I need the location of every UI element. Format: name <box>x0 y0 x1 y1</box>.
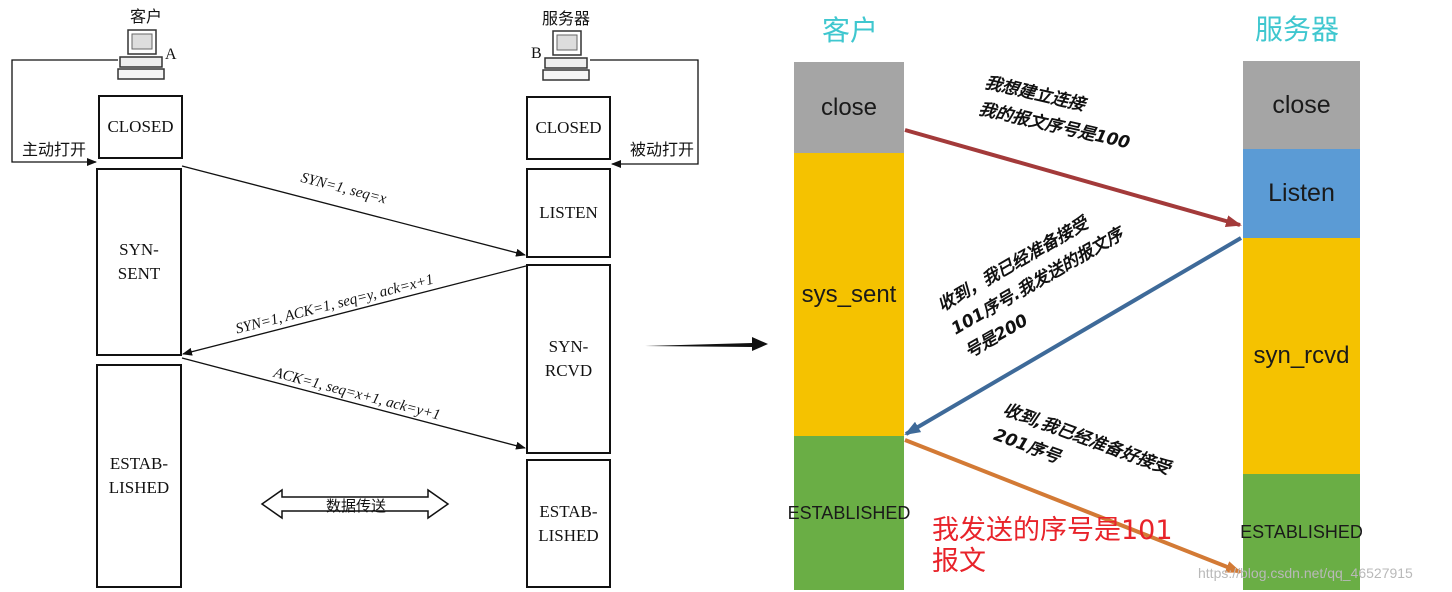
watermark: https://blog.csdn.net/qq_46527915 <box>1198 565 1413 581</box>
server-title: 服务器 <box>1255 14 1340 45</box>
computer-a-icon <box>117 29 165 80</box>
syn-arrow <box>181 165 526 257</box>
server-state-syn-rcvd: SYN- RCVD <box>526 264 611 454</box>
client-established-segment: ESTABLISHED <box>788 436 910 590</box>
server-state-closed: CLOSED <box>526 96 611 160</box>
client-state-syn-sent: SYN- SENT <box>96 168 182 356</box>
client-sys-sent-segment: sys_sent <box>794 153 904 436</box>
server-state-established: ESTAB- LISHED <box>526 459 611 588</box>
note-sequence: 我发送的序号是101 报文 <box>932 515 1173 577</box>
server-state-listen: LISTEN <box>526 168 611 258</box>
server-close-segment: close <box>1243 61 1360 149</box>
client-state-established: ESTAB- LISHED <box>96 364 182 588</box>
host-b-label: B <box>531 45 542 62</box>
client-close-segment: close <box>794 62 904 153</box>
syn-arrow-colored <box>904 128 1242 227</box>
computer-b-icon <box>542 30 590 81</box>
server-listen-segment: Listen <box>1243 149 1360 238</box>
client-state-closed: CLOSED <box>98 95 183 159</box>
syn-ack-arrow-colored <box>904 236 1243 436</box>
client-title: 客户 <box>822 15 879 46</box>
data-transfer-arrow <box>260 488 450 520</box>
ack-arrow <box>181 357 526 450</box>
passive-open-label: 被动打开 <box>630 142 695 159</box>
active-open-arrow <box>11 59 118 166</box>
server-syn-rcvd-segment: syn_rcvd <box>1243 238 1360 474</box>
client-label: 客户 <box>130 9 163 26</box>
passive-open-arrow <box>590 59 699 168</box>
server-established-segment: ESTABLISHED <box>1240 474 1363 590</box>
server-label: 服务器 <box>542 11 591 28</box>
data-transfer-label: 数据传送 <box>326 498 387 515</box>
ack-arrow-colored <box>904 438 1242 574</box>
active-open-label: 主动打开 <box>22 142 87 159</box>
host-a-label: A <box>165 46 177 63</box>
syn-ack-arrow <box>182 265 527 356</box>
transition-arrow <box>645 337 768 351</box>
